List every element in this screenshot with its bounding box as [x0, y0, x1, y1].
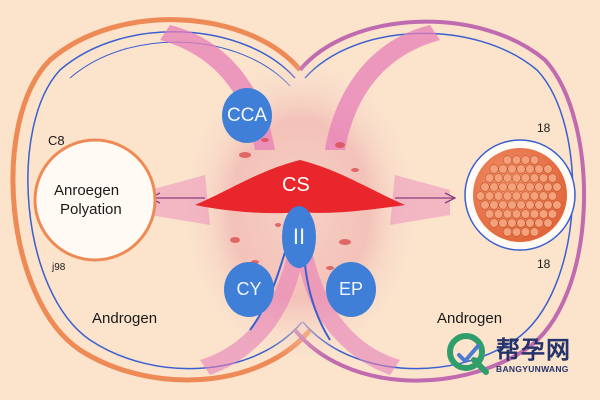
- cluster-cell: [516, 218, 526, 228]
- cluster-cell: [489, 164, 499, 174]
- cluster-cell: [502, 173, 513, 183]
- cluster-cell: [507, 182, 517, 192]
- cluster-cell: [498, 200, 508, 210]
- cluster-cell: [538, 209, 549, 219]
- left-nucleus: [33, 138, 157, 262]
- cluster-cell: [543, 164, 553, 174]
- cluster-cell: [529, 173, 540, 183]
- cluster-cell: [547, 173, 558, 183]
- cluster-cell: [484, 191, 495, 201]
- cluster-cell: [520, 155, 531, 165]
- cluster-cell: [520, 173, 531, 183]
- cluster-cell: [498, 218, 508, 228]
- cluster-cell: [552, 182, 562, 192]
- cluster-cell: [534, 200, 544, 210]
- cluster-cell: [502, 209, 513, 219]
- bubble-cy-label: CY: [236, 279, 262, 299]
- cluster-cell: [480, 200, 490, 210]
- watermark-subtitle: BANGYUNWANG: [496, 364, 569, 374]
- cluster-cell: [525, 164, 535, 174]
- bubble-vertical-label: II: [292, 224, 306, 249]
- right-arrow-icon: [395, 192, 457, 204]
- left-bottom-label: Androgen: [92, 310, 158, 327]
- cluster-cell: [507, 164, 517, 174]
- watermark: 帮孕网 BANGYUNWANG: [444, 330, 594, 380]
- cluster-cell: [484, 209, 495, 219]
- cluster-cell: [525, 182, 535, 192]
- cluster-cell: [493, 209, 504, 219]
- watermark-logo-icon: [447, 333, 489, 375]
- bubble-vertical: II: [282, 206, 316, 268]
- left-corner-top-label: C8: [48, 133, 65, 148]
- banner-label: CS: [282, 174, 310, 196]
- cluster-cell: [489, 182, 499, 192]
- cluster-cell: [511, 227, 522, 237]
- bubble-ep: EP: [326, 262, 376, 317]
- cluster-cell: [516, 182, 526, 192]
- cluster-cell: [529, 191, 540, 201]
- cluster-cell: [480, 182, 490, 192]
- cluster-cell: [502, 155, 513, 165]
- cluster-cell: [511, 173, 522, 183]
- cluster-cell: [538, 191, 549, 201]
- cluster-cell: [489, 218, 499, 228]
- cluster-cell: [534, 164, 544, 174]
- cluster-cell: [511, 209, 522, 219]
- cluster-cell: [534, 218, 544, 228]
- left-nucleus-line1: Anroegen: [54, 182, 120, 199]
- cluster-cell: [529, 155, 540, 165]
- cluster-cell: [543, 182, 553, 192]
- left-nucleus-line2: Polyation: [60, 201, 122, 218]
- center-banner: [195, 160, 405, 214]
- cluster-cell: [516, 200, 526, 210]
- bubble-cy: CY: [224, 262, 274, 317]
- cluster-cell: [520, 191, 531, 201]
- right-bottom-label: Androgen: [437, 310, 503, 327]
- right-cell-cluster: [464, 139, 576, 251]
- cluster-cell: [552, 200, 562, 210]
- cluster-cell: [534, 182, 544, 192]
- cluster-cell: [547, 191, 558, 201]
- cluster-cell: [484, 173, 495, 183]
- cluster-cell: [543, 218, 553, 228]
- cluster-cell: [493, 191, 504, 201]
- cluster-cell: [475, 191, 486, 201]
- cluster-cell: [525, 200, 535, 210]
- cluster-cell: [493, 173, 504, 183]
- watermark-name: 帮孕网: [496, 337, 571, 364]
- cluster-cell: [489, 200, 499, 210]
- cluster-cell: [507, 200, 517, 210]
- right-corner-top-label: 18: [537, 121, 551, 135]
- cluster-cell: [520, 227, 531, 237]
- bubble-cca: CCA: [222, 88, 272, 143]
- cluster-cell: [520, 209, 531, 219]
- cluster-cell: [516, 164, 526, 174]
- cluster-cell: [502, 191, 513, 201]
- cluster-cell: [498, 164, 508, 174]
- bubble-ep-label: EP: [338, 279, 363, 299]
- cluster-cell: [502, 227, 513, 237]
- cluster-cell: [529, 227, 540, 237]
- bubble-cca-label: CCA: [226, 104, 268, 126]
- left-corner-bottom-label: j98: [52, 262, 66, 273]
- cluster-cell: [543, 200, 553, 210]
- cluster-cell: [507, 218, 517, 228]
- cluster-cell: [547, 209, 558, 219]
- cluster-cell: [511, 191, 522, 201]
- cluster-cell: [529, 209, 540, 219]
- right-corner-bottom-label: 18: [537, 257, 551, 271]
- cluster-cell: [538, 173, 549, 183]
- cluster-cell: [498, 182, 508, 192]
- cluster-cell: [511, 155, 522, 165]
- cluster-cell: [525, 218, 535, 228]
